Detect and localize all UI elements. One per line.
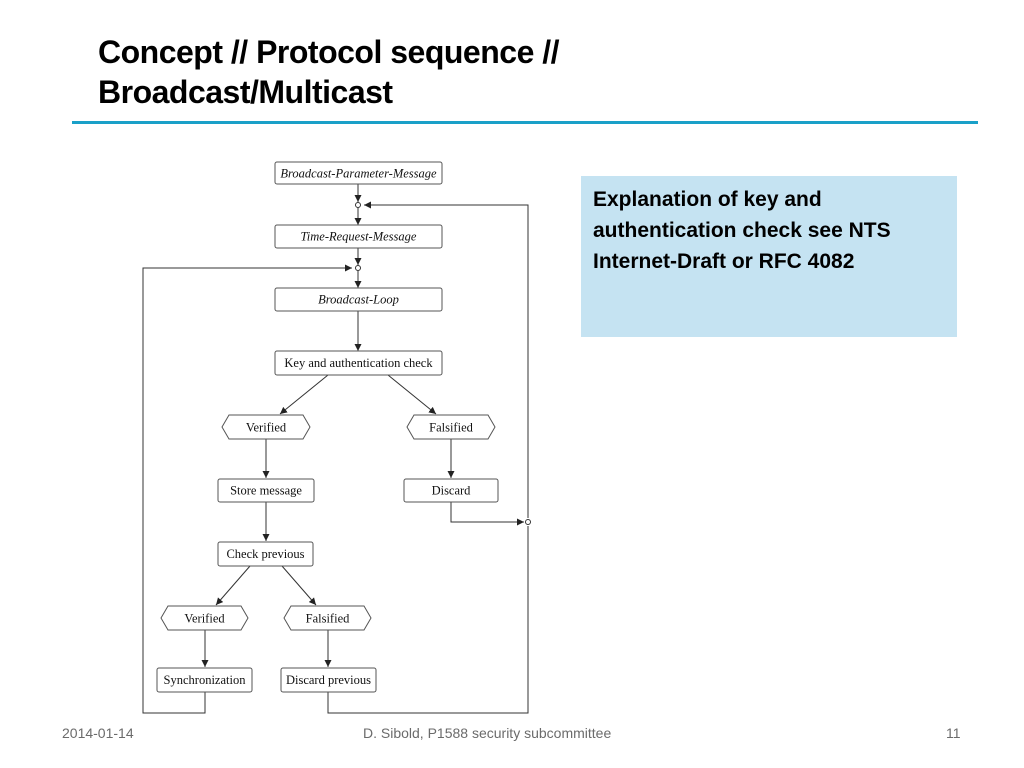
flowchart-junctions bbox=[355, 202, 531, 525]
footer-date: 2014-01-14 bbox=[62, 725, 134, 741]
node-falsified-2 bbox=[283, 605, 372, 631]
connector-feedback-up bbox=[364, 201, 529, 518]
explanation-note-text: Explanation of key and authentication ch… bbox=[593, 188, 891, 273]
title-divider bbox=[72, 121, 978, 124]
explanation-note: Explanation of key and authentication ch… bbox=[581, 176, 957, 337]
node-falsified-1 bbox=[406, 414, 496, 440]
node-store-message bbox=[217, 478, 315, 503]
label-synchronization: Synchronization bbox=[164, 673, 247, 687]
connector-check-to-falsified bbox=[387, 374, 437, 415]
node-check-previous bbox=[217, 541, 314, 567]
flowchart-connectors bbox=[142, 184, 529, 714]
junction-discard bbox=[525, 519, 531, 525]
label-check-previous: Check previous bbox=[226, 547, 304, 561]
node-broadcast-parameter-message bbox=[274, 161, 443, 185]
junction-loop bbox=[355, 265, 361, 271]
connector-sync-loop bbox=[142, 264, 352, 714]
node-time-request-message bbox=[274, 224, 443, 249]
footer-author: D. Sibold, P1588 security subcommittee bbox=[363, 725, 612, 741]
node-discard bbox=[403, 478, 499, 503]
label-time-request-message: Time-Request-Message bbox=[301, 230, 417, 244]
slide-title-line-1: Concept // Protocol sequence // bbox=[98, 34, 560, 70]
connector-discard-return bbox=[450, 502, 524, 526]
label-falsified-1: Falsified bbox=[429, 421, 473, 435]
label-broadcast-loop: Broadcast-Loop bbox=[318, 293, 399, 307]
slide-title-line-2: Broadcast/Multicast bbox=[98, 74, 393, 110]
junction-top bbox=[355, 202, 361, 208]
node-broadcast-loop bbox=[274, 287, 443, 312]
node-discard-previous bbox=[280, 667, 377, 693]
connector-feedback-top bbox=[327, 526, 529, 714]
node-key-auth-check bbox=[274, 350, 443, 376]
label-falsified-2: Falsified bbox=[306, 612, 350, 626]
node-verified-2 bbox=[160, 605, 249, 631]
connector-check-to-verified bbox=[279, 374, 329, 415]
footer-page-number: 11 bbox=[946, 725, 961, 741]
label-verified-2: Verified bbox=[184, 612, 225, 626]
slide-title: Concept // Protocol sequence // Broadcas… bbox=[98, 32, 798, 112]
label-verified-1: Verified bbox=[246, 421, 287, 435]
label-discard-previous: Discard previous bbox=[286, 673, 371, 687]
label-key-auth-check: Key and authentication check bbox=[284, 356, 433, 370]
label-broadcast-parameter-message: Broadcast-Parameter-Message bbox=[280, 167, 437, 181]
node-verified-1 bbox=[221, 414, 311, 440]
connector-checkprev-to-verified bbox=[215, 565, 251, 606]
connector-checkprev-to-falsified bbox=[281, 565, 317, 606]
node-synchronization bbox=[156, 667, 253, 693]
label-discard: Discard bbox=[432, 484, 472, 498]
label-store-message: Store message bbox=[230, 484, 302, 498]
